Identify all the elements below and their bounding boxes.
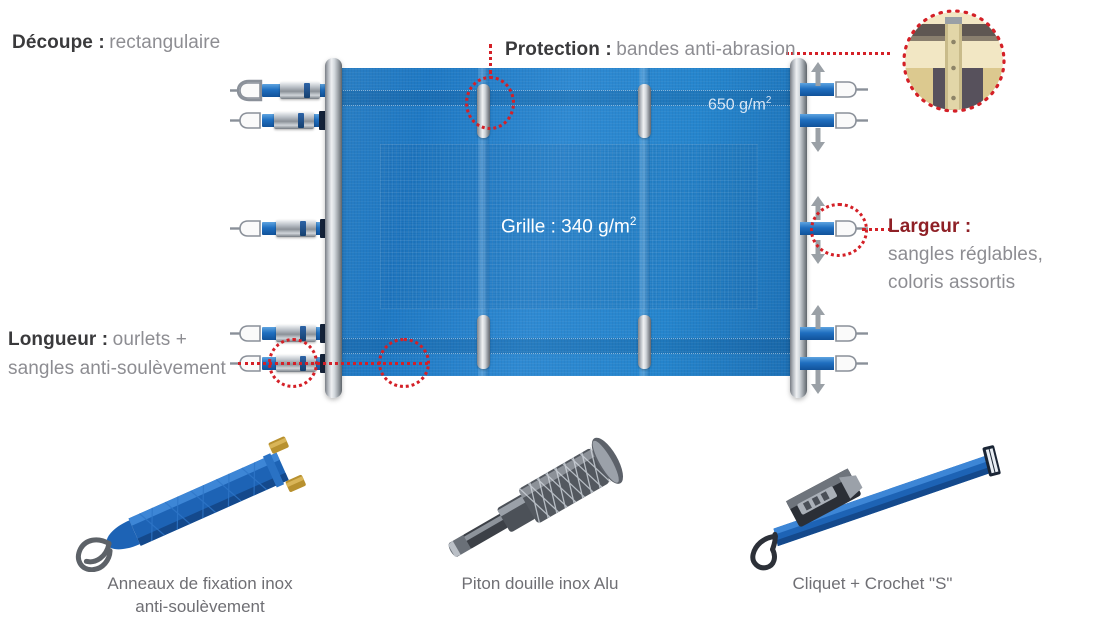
mesh-panel — [336, 68, 802, 376]
anti-abrasion-band-2 — [639, 68, 650, 376]
label-decoupe-value: rectangulaire — [109, 32, 221, 53]
label-largeur-line2: coloris assortis — [888, 272, 1016, 293]
s-hook-icon — [228, 109, 264, 132]
product-piton-douille: Piton douille inox Alu — [395, 432, 685, 593]
ratchet-buckle-icon — [274, 112, 314, 129]
label-largeur-line1: sangles réglables, — [888, 244, 1043, 265]
ratchet-buckle-icon — [280, 82, 320, 99]
cliquet-crochet-image — [750, 445, 1001, 571]
piton-douille-image — [448, 437, 624, 557]
label-largeur: Largeur : sangles réglables, coloris ass… — [888, 213, 1078, 297]
product-1-caption: Anneaux de fixation inox anti-soulèvemen… — [40, 572, 360, 618]
callout-line-protection-horiz — [786, 52, 890, 55]
ratchet-buckle-icon — [276, 325, 316, 342]
callout-line-longueur — [238, 362, 428, 365]
s-hook-icon — [228, 217, 264, 240]
band-cylinder-bottom-right — [638, 315, 651, 369]
hem-bottom — [336, 338, 802, 354]
product-1-caption-line2: anti-soulèvement — [135, 597, 265, 616]
label-longueur-line2: sangles anti-soulèvement — [8, 358, 226, 379]
label-protection: Protection : bandes anti-abrasion — [505, 39, 796, 61]
adjust-arrow-down-top — [810, 128, 826, 157]
product-2-caption: Piton douille inox Alu — [395, 572, 685, 595]
s-hook-icon — [228, 79, 264, 102]
product-3-caption: Cliquet + Crochet "S" — [700, 572, 1045, 595]
band-cylinder-top-right — [638, 84, 651, 138]
label-decoupe: Découpe : rectangulaire — [12, 32, 220, 54]
band-cylinder-bottom-left — [477, 315, 490, 369]
fabric-weight-label: 650 g/m2 — [708, 95, 772, 114]
callout-circle-largeur — [810, 203, 868, 257]
grid-weight-label: Grille : 340 g/m2 — [501, 215, 637, 238]
label-longueur-key: Longueur : — [8, 329, 109, 350]
anneaux-de-fixation-image — [75, 436, 306, 573]
callout-line-largeur — [862, 228, 892, 231]
label-decoupe-key: Découpe : — [12, 32, 105, 53]
product-3-caption-line1: Cliquet + Crochet "S" — [792, 574, 953, 593]
left-strap-2 — [230, 111, 335, 130]
callout-circle-longueur-1 — [268, 338, 318, 388]
anti-abrasion-band-1 — [478, 68, 489, 376]
mesh-grid-area — [380, 144, 758, 309]
s-hook-icon — [830, 352, 870, 375]
adjust-arrow-up-mid — [810, 196, 826, 225]
pole-left — [325, 58, 342, 398]
callout-circle-longueur-2 — [378, 338, 430, 388]
left-strap-3 — [230, 219, 336, 238]
hem-top — [336, 90, 802, 106]
pole-right — [790, 58, 807, 398]
adjust-arrow-up-bottom — [810, 305, 826, 334]
s-hook-icon — [830, 322, 870, 345]
detail-inset-anti-abrasion — [893, 6, 1015, 116]
adjust-arrow-up-top — [810, 62, 826, 91]
callout-circle-protection — [465, 76, 515, 130]
adjust-arrow-down-bottom — [810, 370, 826, 399]
label-longueur: Longueur : ourlets + sangles anti-soulèv… — [8, 326, 258, 384]
adjust-arrow-down-mid — [810, 240, 826, 269]
product-2-caption-line1: Piton douille inox Alu — [461, 574, 619, 593]
product-1-caption-line1: Anneaux de fixation inox — [107, 574, 293, 593]
s-hook-icon — [830, 109, 870, 132]
ratchet-buckle-icon — [276, 220, 316, 237]
label-protection-value: bandes anti-abrasion — [616, 39, 796, 60]
callout-line-protection-vert — [489, 44, 492, 74]
s-hook-icon — [228, 322, 264, 345]
label-protection-key: Protection : — [505, 39, 612, 60]
product-anneaux-de-fixation: Anneaux de fixation inox anti-soulèvemen… — [40, 432, 360, 616]
left-strap-1 — [230, 79, 334, 102]
s-hook-icon — [830, 78, 870, 101]
label-largeur-key: Largeur : — [888, 216, 972, 237]
label-longueur-value: ourlets + — [112, 329, 187, 350]
product-cliquet-crochet: Cliquet + Crochet "S" — [700, 432, 1045, 593]
